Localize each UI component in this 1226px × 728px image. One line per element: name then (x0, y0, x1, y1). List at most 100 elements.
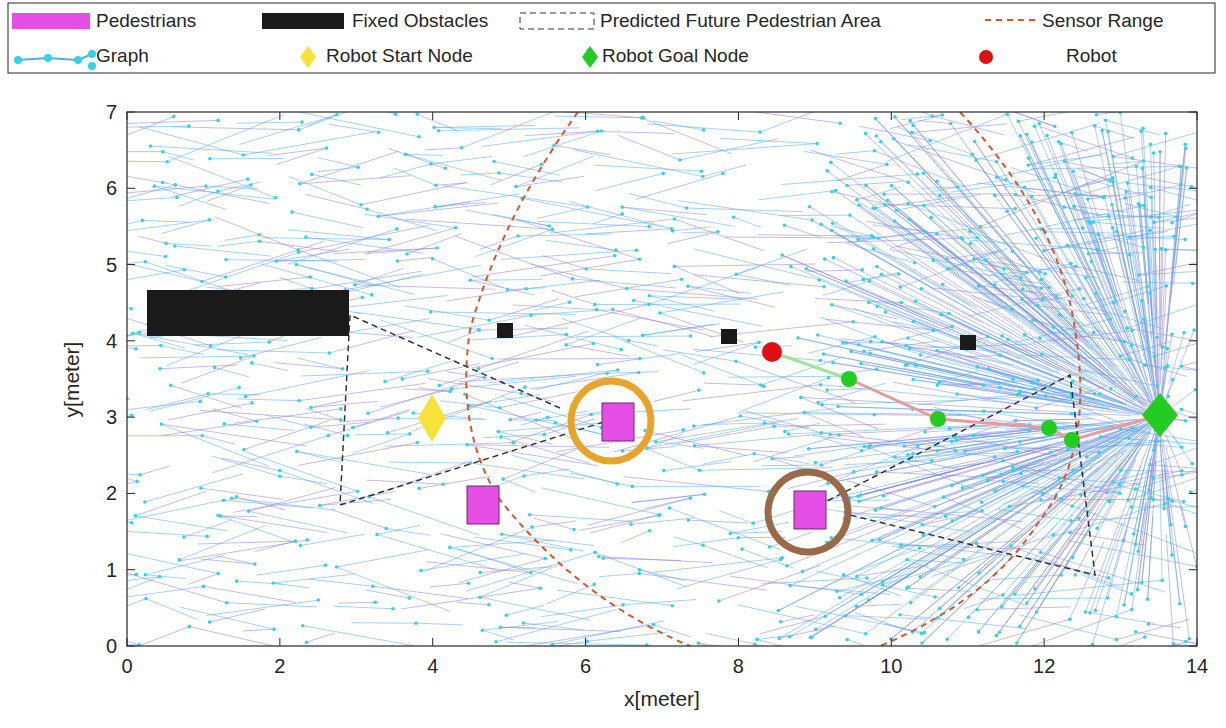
graph-vertex (597, 555, 601, 559)
graph-vertex (906, 336, 910, 340)
graph-edge (1166, 534, 1173, 644)
graph-edge (674, 264, 815, 266)
graph-vertex (174, 183, 178, 187)
graph-vertex (586, 205, 590, 209)
graph-vertex (886, 199, 890, 203)
graph-edge (292, 212, 363, 228)
graph-vertex (1001, 459, 1005, 463)
graph-edge (1181, 366, 1197, 376)
graph-vertex (1128, 253, 1132, 257)
graph-vertex (1073, 573, 1077, 577)
graph-edge (622, 531, 650, 543)
graph-edge (345, 265, 481, 290)
graph-vertex (1021, 484, 1025, 488)
graph-vertex (1185, 166, 1189, 170)
graph-edge (480, 597, 590, 620)
graph-edge (671, 144, 817, 155)
graph-edge (807, 270, 863, 272)
graph-edge (244, 421, 329, 450)
graph-vertex (673, 265, 677, 269)
graph-vertex (250, 361, 254, 365)
graph-vertex (1152, 221, 1156, 225)
graph-vertex (879, 506, 883, 510)
graph-edge (757, 635, 793, 639)
graph-edge (790, 424, 1144, 586)
graph-vertex (164, 255, 168, 259)
graph-edge (202, 241, 324, 281)
graph-vertex (977, 630, 981, 634)
graph-vertex (249, 183, 253, 187)
graph-edge (298, 250, 401, 288)
graph-vertex (391, 607, 395, 611)
graph-edge (299, 383, 425, 400)
graph-edge (859, 205, 1116, 387)
graph-vertex (962, 558, 966, 562)
graph-edge (207, 600, 319, 615)
graph-edge (537, 221, 649, 226)
graph-vertex (936, 616, 940, 620)
graph-edge (1047, 136, 1141, 373)
graph-vertex (569, 548, 573, 552)
graph-vertex (1057, 477, 1061, 481)
graph-edge (1102, 131, 1129, 268)
graph-edge (629, 341, 659, 347)
graph-vertices (127, 112, 1197, 646)
graph-vertex (501, 477, 505, 481)
graph-vertex (836, 405, 840, 409)
graph-edge (980, 182, 1090, 227)
graph-edge (597, 131, 673, 133)
graph-edge (380, 389, 451, 407)
graph-vertex (941, 113, 945, 117)
graph-vertex (161, 181, 165, 185)
graph-edge (660, 292, 784, 313)
graph-edge (293, 112, 419, 137)
graph-vertex (1140, 581, 1144, 585)
graph-edge (1095, 480, 1138, 611)
graph-edge (863, 272, 899, 279)
graph-edge (133, 333, 248, 354)
graph-vertex (918, 575, 922, 579)
graph-edge (127, 126, 189, 128)
graph-edge (311, 401, 343, 408)
graph-vertex (1000, 605, 1004, 609)
graph-vertex (438, 384, 442, 388)
graph-edge (977, 367, 1062, 391)
graph-vertex (460, 146, 464, 150)
graph-edge (127, 160, 167, 162)
graph-edge (919, 121, 951, 124)
graph-vertex (641, 334, 645, 338)
graph-vertex (673, 217, 677, 221)
graph-edge (840, 463, 1078, 598)
graph-edge (1162, 349, 1167, 391)
graph-vertex (467, 582, 471, 586)
graph-vertex (144, 597, 148, 601)
graph-edge (649, 267, 760, 305)
graph-vertex (481, 628, 485, 632)
graph-vertex (1092, 331, 1096, 335)
graph-vertex (860, 449, 864, 453)
graph-vertex (143, 500, 147, 504)
graph-vertex (522, 474, 526, 478)
graph-edge (1028, 557, 1109, 578)
graph-edge (198, 541, 296, 544)
graph-vertex (1025, 271, 1029, 275)
graph-vertex (275, 259, 279, 263)
graph-edge (297, 451, 430, 474)
graph-vertex (716, 230, 720, 234)
graph-vertex (1015, 641, 1019, 645)
graph-vertex (1130, 329, 1134, 333)
graph-vertex (654, 440, 658, 444)
graph-vertex (1039, 287, 1043, 291)
graph-edge (1027, 134, 1132, 359)
graph-vertex (417, 487, 421, 491)
graph-vertex (1009, 544, 1013, 548)
graph-edge (1167, 380, 1173, 395)
graph-edge (912, 124, 1008, 133)
graph-vertex (516, 234, 520, 238)
graph-edge (320, 499, 391, 505)
graph-edge (693, 349, 820, 360)
graph-vertex (441, 482, 445, 486)
graph-edge (280, 277, 312, 289)
graph-vertex (499, 626, 503, 630)
graph-edge (838, 407, 1090, 415)
